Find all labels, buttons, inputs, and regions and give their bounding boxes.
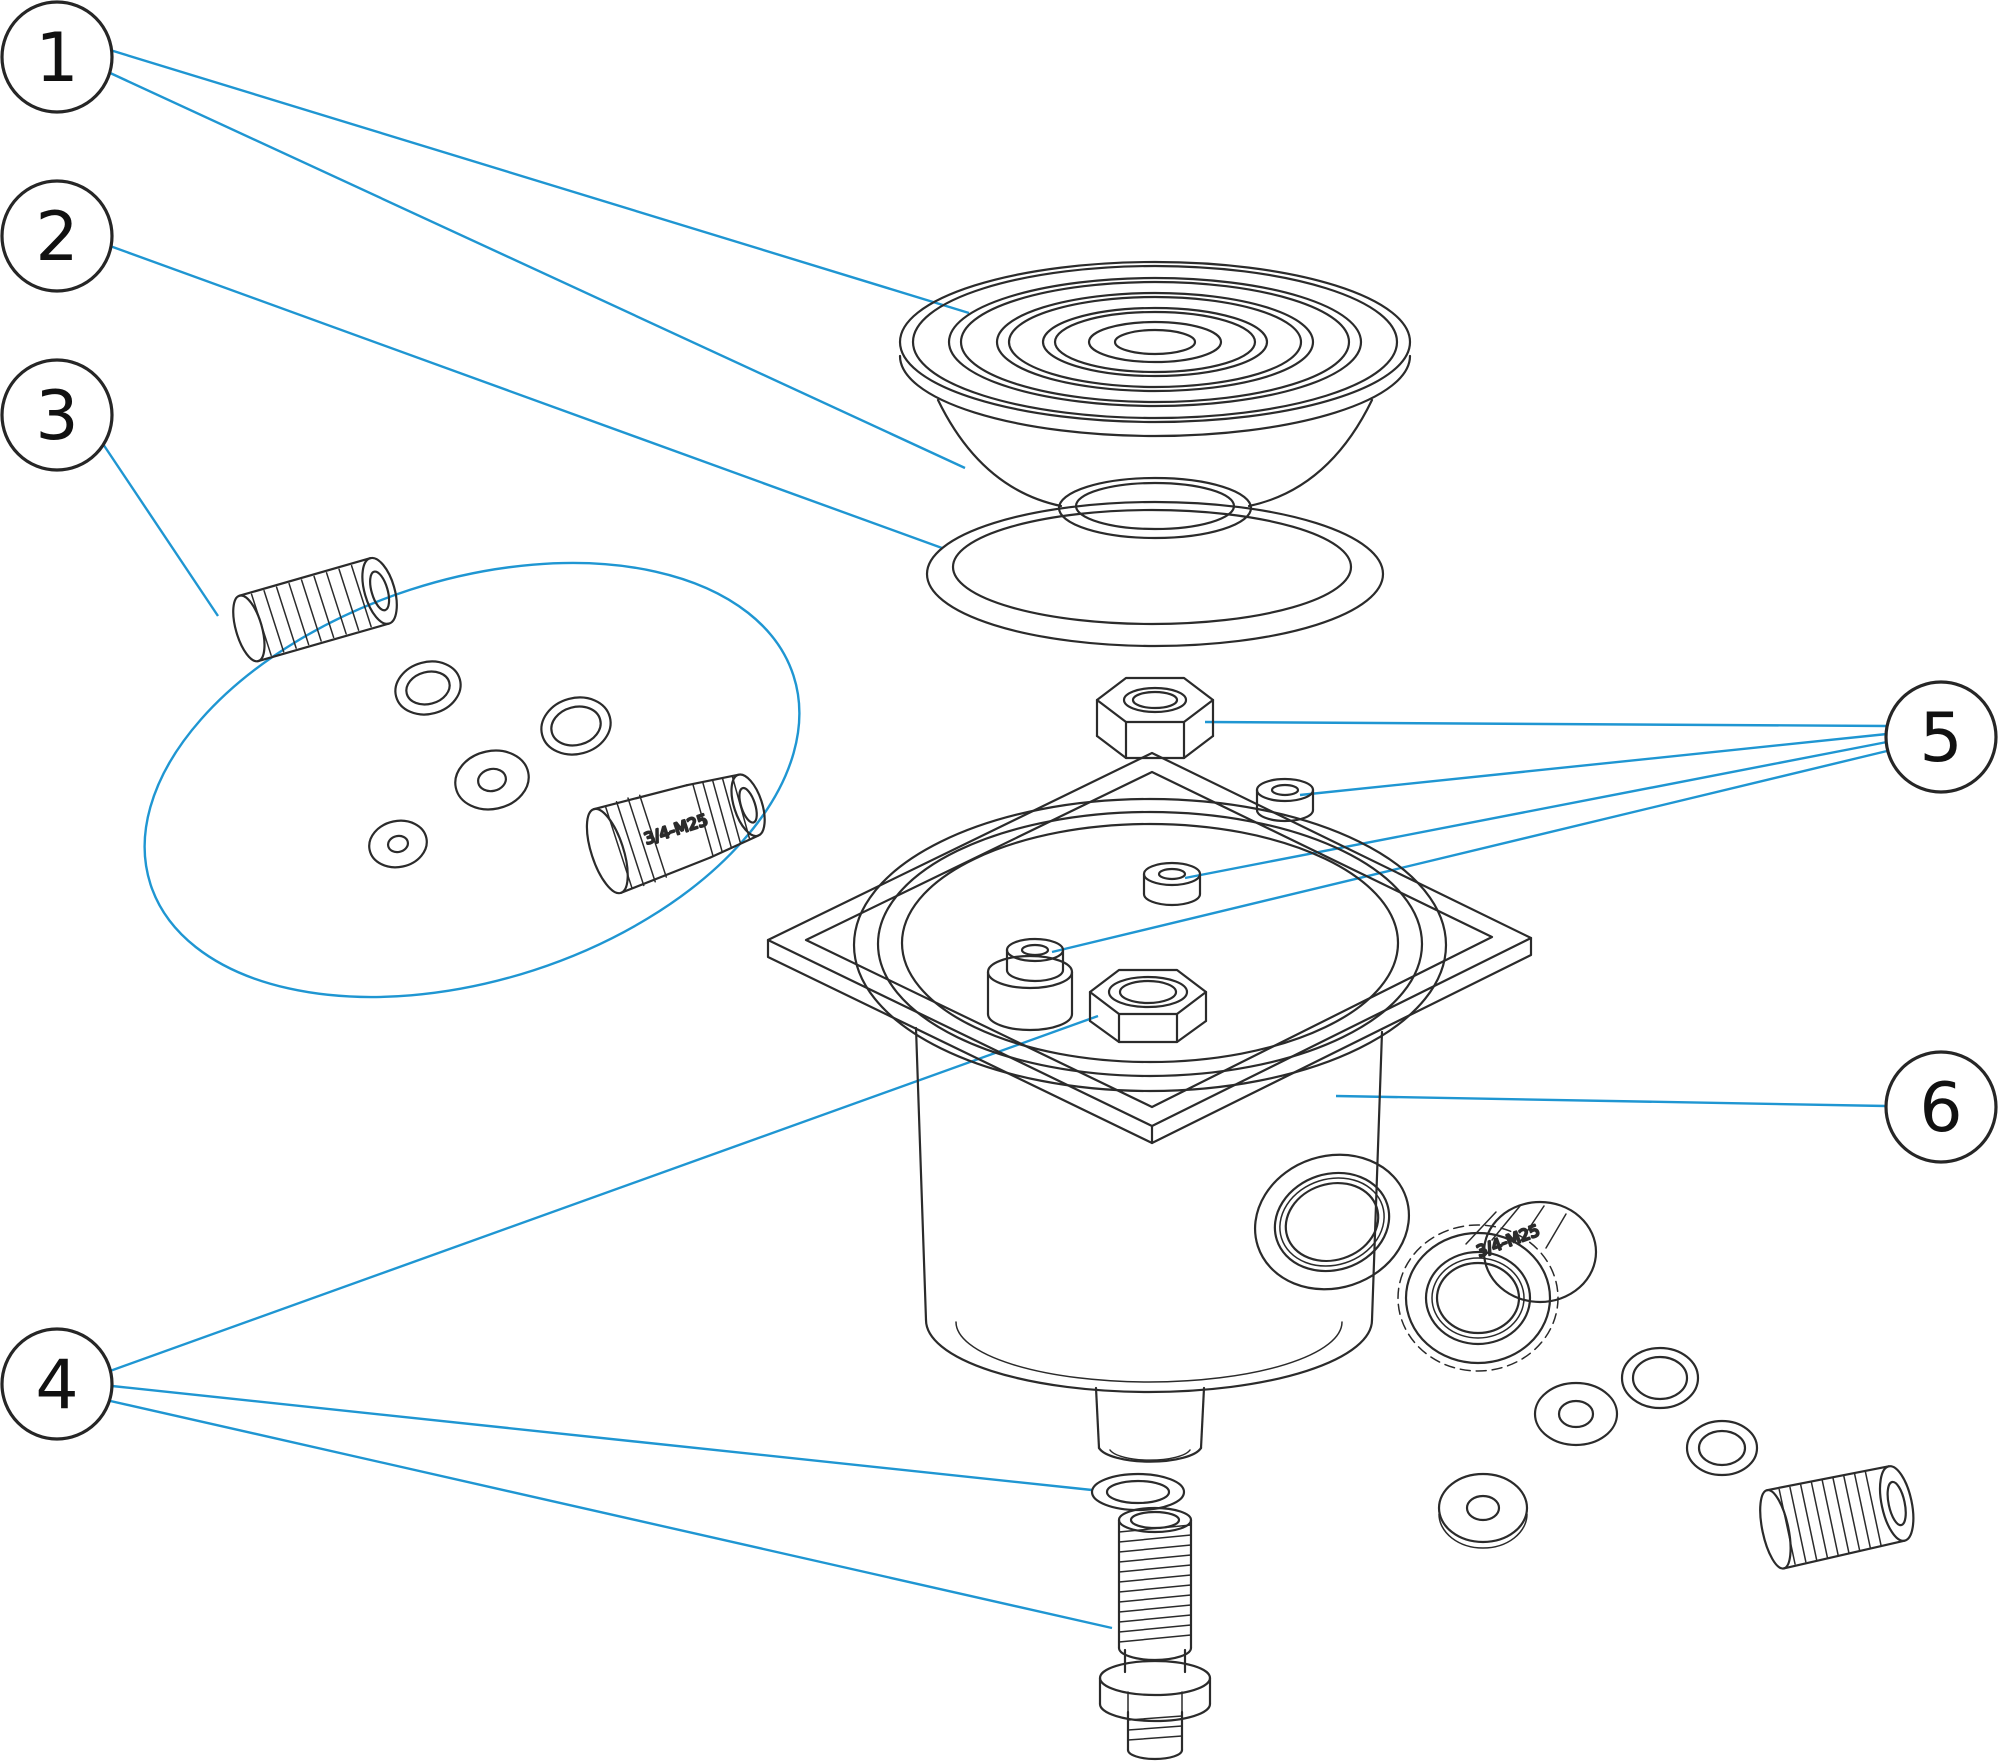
gland-fitting-right: 3/4-M25 xyxy=(1397,1200,1598,1372)
callout-6-circle xyxy=(1884,1050,1998,1164)
leader-line-1b xyxy=(107,70,966,470)
side-port xyxy=(1253,1153,1411,1291)
callout-5-number: 5 xyxy=(1919,699,1962,778)
threaded-plug-right xyxy=(1759,1465,1915,1570)
leader-lines xyxy=(102,48,1888,1630)
niche-body xyxy=(914,1026,1411,1463)
cable-entry-boss xyxy=(1142,861,1202,907)
leader-line-5c xyxy=(1184,740,1888,880)
conduit-stub xyxy=(986,954,1074,1032)
callout-6: 6 xyxy=(1884,1050,1998,1164)
leader-line-6 xyxy=(1335,1094,1887,1108)
top-locknut xyxy=(1095,676,1215,760)
callout-3: 3 xyxy=(0,358,114,472)
washer xyxy=(1620,1346,1700,1410)
bottom-spigot xyxy=(1094,1386,1206,1463)
leader-line-5b xyxy=(1299,732,1888,797)
washer xyxy=(1533,1381,1619,1447)
cable-entry-boss xyxy=(1255,777,1315,823)
callout-6-number: 6 xyxy=(1919,1069,1962,1148)
washer xyxy=(1685,1419,1759,1477)
mounting-flange xyxy=(766,751,1533,1145)
leader-line-1a xyxy=(109,48,970,315)
callout-1-number: 1 xyxy=(35,19,78,98)
leader-line-4a xyxy=(109,1014,1099,1373)
drain-nipple xyxy=(1098,1506,1212,1761)
callout-1: 1 xyxy=(0,0,114,114)
leader-line-5d xyxy=(1051,749,1888,954)
leader-line-4b xyxy=(111,1384,1093,1492)
washer xyxy=(540,696,612,756)
gland-parts-set: 3/4-M25 xyxy=(143,556,801,999)
left-fitting-thread-label: 3/4-M25 xyxy=(642,810,710,848)
callout-1-circle xyxy=(0,0,114,114)
callout-3-circle xyxy=(0,358,114,472)
callout-4-circle xyxy=(0,1327,114,1441)
spigot-o-ring xyxy=(1090,1472,1186,1512)
callout-4: 4 xyxy=(0,1327,114,1441)
callout-2: 2 xyxy=(0,179,114,293)
callouts: 1 2 3 4 5 6 xyxy=(0,0,1998,1441)
callout-3-number: 3 xyxy=(35,377,78,456)
callout-2-number: 2 xyxy=(35,198,78,277)
washer xyxy=(1437,1472,1529,1549)
cable-entry-boss xyxy=(1005,937,1065,983)
leader-line-2 xyxy=(109,244,943,550)
cover-lid xyxy=(898,260,1412,540)
leader-line-3 xyxy=(102,443,219,617)
washer xyxy=(454,749,530,811)
group-outline-ellipse xyxy=(143,561,801,999)
threaded-plug-left xyxy=(232,556,398,663)
lid-o-ring xyxy=(925,500,1385,648)
callout-5-circle xyxy=(1884,680,1998,794)
leader-line-5a xyxy=(1204,720,1888,728)
callout-4-number: 4 xyxy=(35,1346,78,1425)
washer xyxy=(368,819,428,869)
callout-5: 5 xyxy=(1884,680,1998,794)
gland-fitting-left: 3/4-M25 xyxy=(585,773,766,895)
center-locknut xyxy=(1088,968,1208,1044)
washer xyxy=(394,660,462,716)
callout-2-circle xyxy=(0,179,114,293)
leader-line-4c xyxy=(105,1398,1113,1630)
gland-parts-right: 3/4-M25 xyxy=(1397,1200,1915,1570)
